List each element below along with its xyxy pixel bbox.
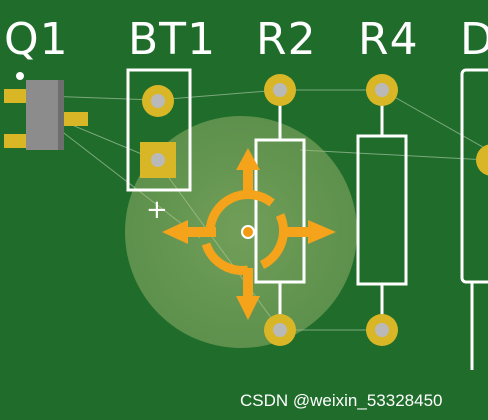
component-r4[interactable] — [356, 74, 408, 346]
designator-d: D — [460, 14, 488, 65]
watermark-text: CSDN @weixin_53328450 — [240, 391, 442, 410]
arrow-up-shaft — [243, 168, 253, 198]
cursor-ring — [205, 189, 275, 233]
bt1-polarity-mark: + — [146, 195, 168, 225]
designator-q1: Q1 — [4, 14, 69, 65]
component-d[interactable] — [460, 68, 488, 370]
arrow-left-shaft — [186, 227, 216, 237]
r2-body-outline — [254, 138, 306, 284]
arrow-up-icon — [236, 148, 260, 170]
component-r2[interactable] — [254, 74, 306, 346]
r4-pad-1-hole — [375, 83, 389, 97]
cursor-ring-segment — [201, 242, 249, 275]
d-body-outline — [460, 68, 488, 284]
q1-body — [26, 80, 64, 150]
r2-pad-1-hole — [273, 83, 287, 97]
arrow-right-icon — [308, 220, 336, 244]
arrow-down-icon — [236, 296, 260, 320]
cursor-center-core — [243, 227, 253, 237]
r2-pad-2-hole — [273, 323, 287, 337]
bt1-silkscreen-outline — [126, 68, 192, 192]
component-bt1[interactable] — [126, 68, 192, 192]
pin1-dot — [16, 72, 24, 80]
r4-pad-2-hole — [375, 323, 389, 337]
q1-pad-3[interactable] — [58, 112, 88, 126]
designator-r4: R4 — [358, 14, 419, 65]
arrow-right-shaft — [280, 227, 310, 237]
bt1-pad-2-hole — [151, 153, 165, 167]
r4-body-outline — [356, 134, 408, 286]
arrow-down-shaft — [243, 268, 253, 298]
bt1-pad-1-hole — [151, 94, 165, 108]
q1-body-shade — [58, 80, 64, 150]
cursor-ring-segment — [259, 213, 288, 270]
arrow-left-icon — [162, 220, 188, 244]
component-q1[interactable] — [4, 72, 88, 150]
designator-r2: R2 — [256, 14, 317, 65]
d-pad[interactable] — [476, 144, 488, 176]
designator-bt1: BT1 — [128, 14, 216, 65]
move-cursor-icon[interactable] — [162, 148, 336, 320]
